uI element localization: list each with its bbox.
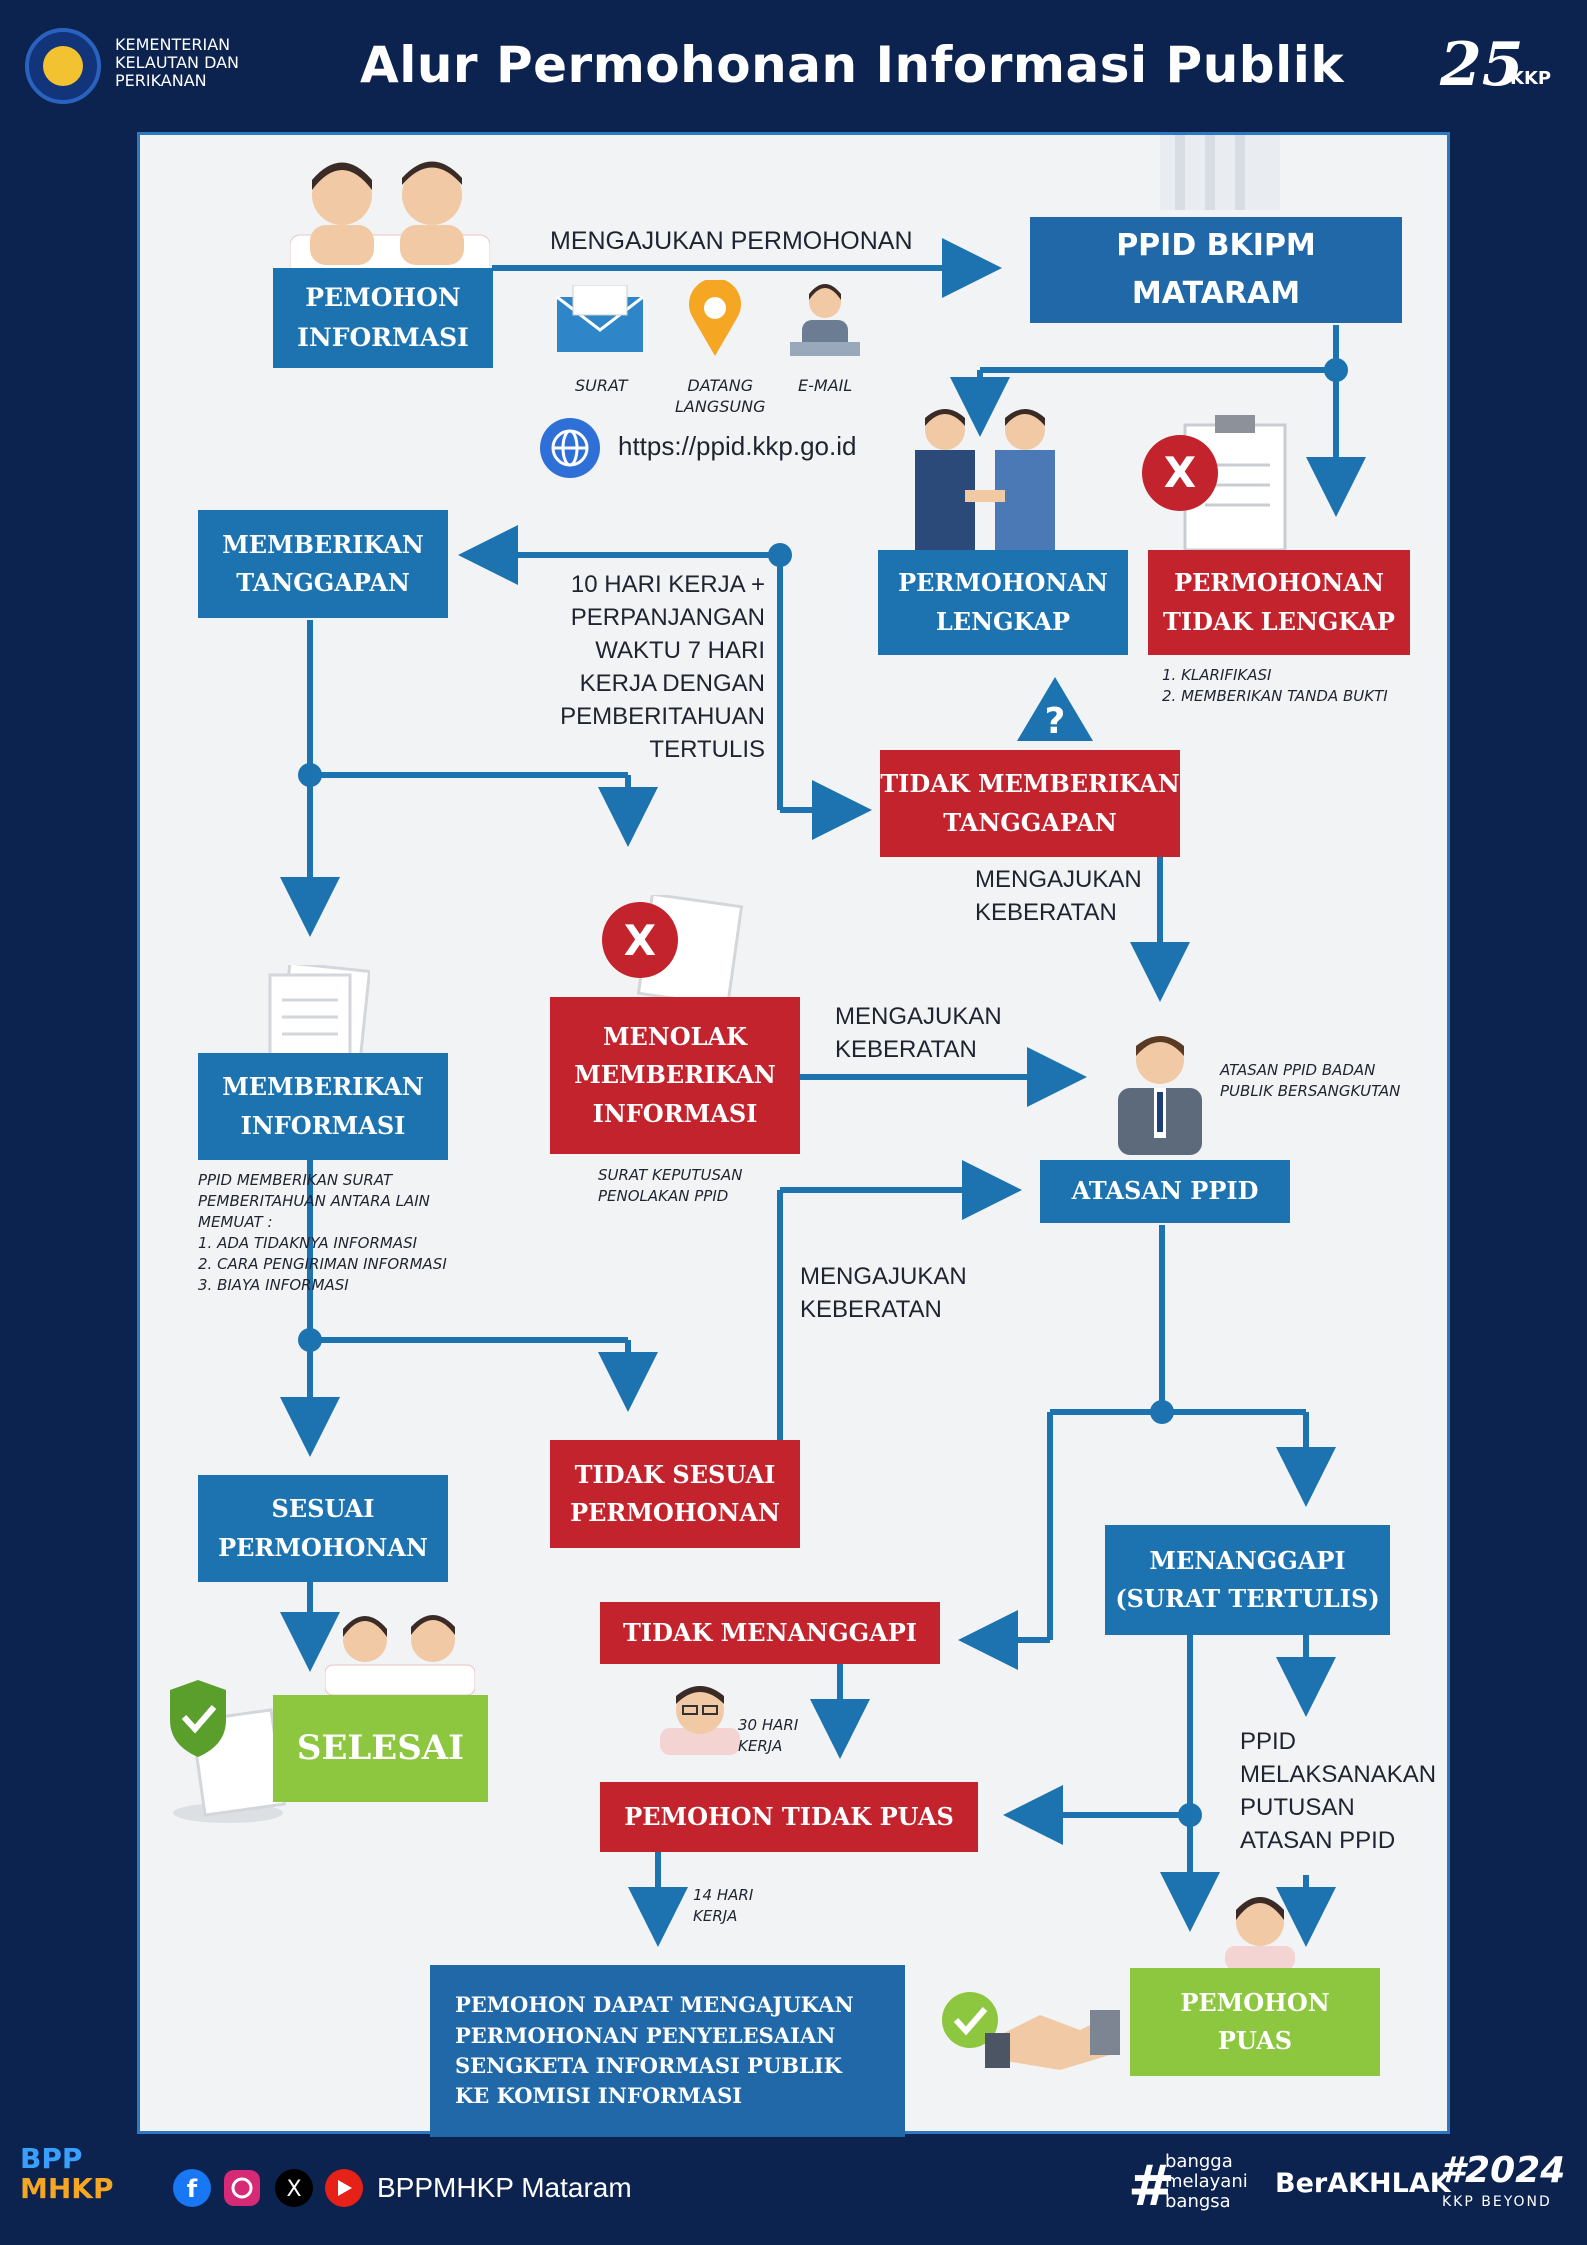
permohonan-tidak-lengkap-box: PERMOHONAN TIDAK LENGKAP [1148,550,1410,655]
anniversary-label: KKP [1510,68,1552,89]
mengajukan-permohonan-label: MENGAJUKAN PERMOHONAN [550,227,913,255]
x-twitter-icon: X [275,2169,313,2207]
footer: BPP MHKP f X BPPMHKP Mataram # bangga me… [0,2134,1587,2245]
year-2024-logo: #2024 [1440,2150,1566,2191]
hari-30-note: 30 HARI KERJA [738,1716,799,1755]
channel-label-datang: DATANG LANGSUNG [675,376,766,416]
bangga-melayani-bangsa: bangga melayani bangsa [1165,2151,1248,2212]
svg-text:X: X [624,916,656,965]
menanggapi-box: MENANGGAPI (SURAT TERTULIS) [1105,1525,1390,1635]
handshake-illustration [915,409,1055,550]
selesai-box: SELESAI [273,1695,488,1802]
kkp-logo [25,28,101,104]
komisi-informasi-box: PEMOHON DAPAT MENGAJUKAN PERMOHONAN PENY… [430,1965,905,2137]
website-url: https://ppid.kkp.go.id [618,431,857,461]
svg-text:?: ? [1045,701,1066,742]
memberikan-tanggapan-box: MEMBERIKAN TANGGAPAN [198,510,448,618]
anniversary-logo: 25 KKP [1440,30,1560,106]
supervisor-illustration [1118,1036,1202,1155]
flow-connectors [280,238,1366,1947]
bpp-mhkp-logo: BPP MHKP [20,2144,114,2204]
shield-check-icon [170,1680,286,1823]
svg-text:X: X [1164,448,1196,497]
agreement-handshake-icon [942,1992,1120,2070]
tidak-menanggapi-box: TIDAK MENANGGAPI [600,1602,940,1664]
rejected-clipboard-icon: X [1142,415,1287,552]
ppid-melaksanakan-note: PPID MELAKSANAKAN PUTUSAN ATASAN PPID [1240,1728,1437,1854]
rejected-document-icon: X [602,895,744,1005]
building-icon [1160,135,1280,210]
permohonan-lengkap-box: PERMOHONAN LENGKAP [878,550,1128,655]
pemohon-tidak-puas-box: PEMOHON TIDAK PUAS [600,1782,978,1852]
svg-text:f: f [187,2175,198,2203]
berakhlak-logo: BerAKHLAK [1275,2168,1451,2199]
atasan-ppid-box: ATASAN PPID [1040,1160,1290,1223]
kkp-beyond-label: KKP BEYOND [1442,2194,1552,2210]
org-name: KEMENTERIAN KELAUTAN DAN PERIKANAN [115,35,240,90]
header: KEMENTERIAN KELAUTAN DAN PERIKANAN Alur … [0,0,1587,132]
menolak-memberikan-informasi-box: MENOLAK MEMBERIKAN INFORMASI [550,997,800,1154]
tidak-lengkap-note: 1. KLARIFIKASI 2. MEMBERIKAN TANDA BUKTI [1162,666,1388,705]
facebook-icon: f [173,2169,211,2207]
bpp-logo-bottom: MHKP [20,2172,114,2205]
svg-text:X: X [286,2177,301,2202]
pemohon-informasi-box: PEMOHON INFORMASI [273,268,493,368]
applicants-small-illustration [325,1615,475,1695]
hashtag-icon: # [1128,2154,1175,2219]
document-icon [268,965,370,1065]
pemohon-puas-box: PEMOHON PUAS [1130,1968,1380,2076]
email-operator-icon [790,284,860,356]
instagram-icon [224,2170,260,2206]
tidak-sesuai-permohonan-box: TIDAK SESUAI PERMOHONAN [550,1440,800,1548]
mengajukan-keberatan-1-label: MENGAJUKAN KEBERATAN [975,866,1142,926]
mengajukan-keberatan-3-label: MENGAJUKAN KEBERATAN [800,1263,967,1323]
social-icons: f X [173,2169,363,2207]
social-handle: BPPMHKP Mataram [377,2172,632,2203]
hari-kerja-note: 10 HARI KERJA + PERPANJANGAN WAKTU 7 HAR… [560,571,765,763]
location-pin-icon [689,280,741,356]
question-icon: ? [1017,677,1093,742]
page-title: Alur Permohonan Informasi Publik [360,36,1345,94]
youtube-icon [325,2169,363,2207]
hari-14-note: 14 HARI KERJA [693,1886,754,1925]
flowchart-panel: PEMOHON INFORMASI MENGAJUKAN PERMOHONAN … [137,132,1450,2137]
sesuai-permohonan-box: SESUAI PERMOHONAN [198,1475,448,1582]
channel-label-surat: SURAT [575,376,628,395]
ppid-bkipm-box: PPID BKIPM MATARAM [1030,217,1402,323]
mengajukan-keberatan-2-label: MENGAJUKAN KEBERATAN [835,1003,1002,1063]
globe-icon [540,418,600,478]
applicants-illustration [290,161,490,280]
channel-label-email: E-MAIL [798,376,853,395]
unsatisfied-person-illustration [660,1686,740,1755]
surat-keputusan-note: SURAT KEPUTUSAN PENOLAKAN PPID [598,1166,743,1205]
memberikan-informasi-note: PPID MEMBERIKAN SURAT PEMBERITAHUAN ANTA… [198,1171,447,1294]
tidak-memberikan-tanggapan-box: TIDAK MEMBERIKAN TANGGAPAN [880,750,1180,857]
satisfied-person-illustration [1225,1897,1295,1970]
memberikan-informasi-box: MEMBERIKAN INFORMASI [198,1053,448,1160]
bpp-logo-top: BPP [20,2142,83,2175]
atasan-note: ATASAN PPID BADAN PUBLIK BERSANGKUTAN [1220,1061,1401,1100]
anniversary-number: 25 [1440,30,1524,100]
mail-icon [556,285,644,352]
